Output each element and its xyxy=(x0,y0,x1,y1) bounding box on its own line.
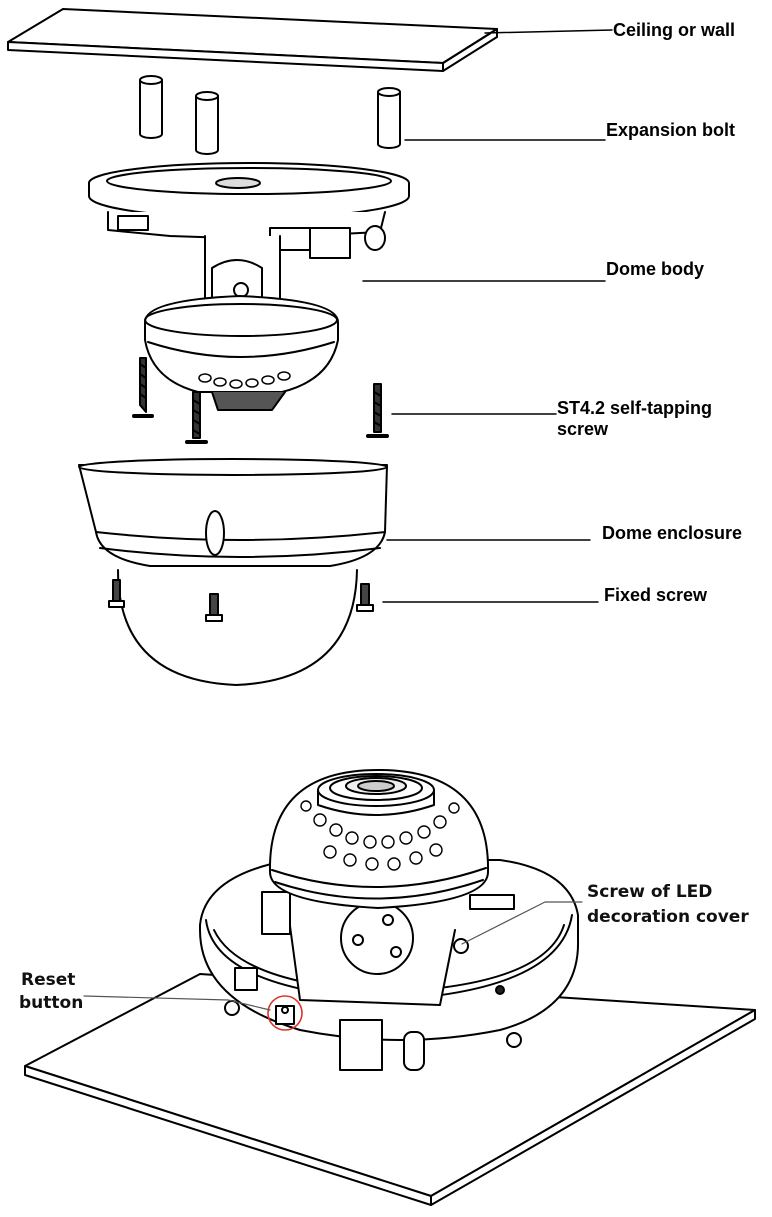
installed-camera xyxy=(25,770,755,1205)
label-expansion-bolt: Expansion bolt xyxy=(606,120,735,140)
label-reset-line1: Reset xyxy=(21,969,75,991)
dome-enclosure xyxy=(79,459,387,685)
ceiling-plate xyxy=(8,9,497,71)
dome-body xyxy=(89,163,409,410)
self-tapping-screw-2 xyxy=(187,392,206,442)
label-screw-led-cover-line2: decoration cover xyxy=(587,906,749,928)
label-self-tapping-screw-line1: ST4.2 self-tapping xyxy=(557,398,712,418)
expansion-bolt-3 xyxy=(378,88,400,148)
self-tapping-screw-3 xyxy=(368,384,387,436)
label-reset-line2: button xyxy=(19,992,83,1014)
label-screw-led-cover-line1: Screw of LED xyxy=(587,881,712,903)
expansion-bolt-1 xyxy=(140,76,162,138)
label-dome-body: Dome body xyxy=(606,259,704,279)
expansion-bolts xyxy=(140,76,400,154)
self-tapping-screw-1 xyxy=(134,358,152,416)
fixed-screw-3 xyxy=(357,584,373,611)
label-dome-enclosure: Dome enclosure xyxy=(602,523,742,543)
expansion-bolt-2 xyxy=(196,92,218,154)
label-ceiling-or-wall: Ceiling or wall xyxy=(613,20,735,40)
label-self-tapping-screw-line2: screw xyxy=(557,419,608,439)
reset-button-part xyxy=(276,1006,294,1024)
label-fixed-screw: Fixed screw xyxy=(604,585,707,605)
